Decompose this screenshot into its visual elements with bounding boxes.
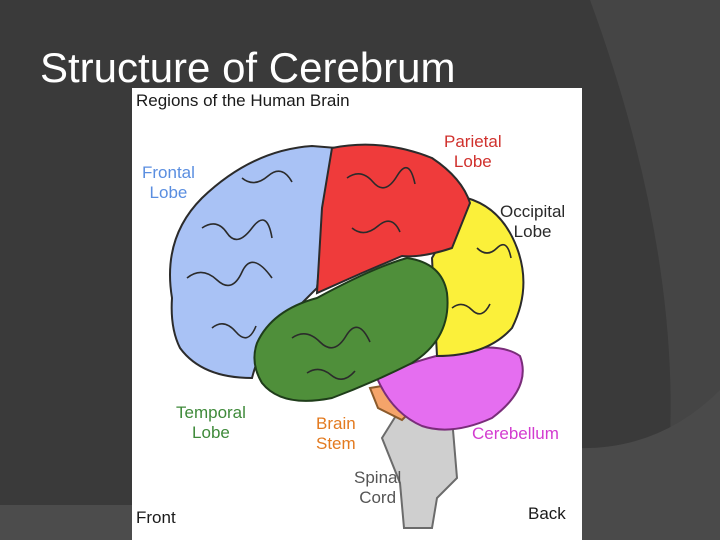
- label-parietal-lobe: Parietal Lobe: [444, 132, 502, 171]
- background-swoosh-right: [590, 0, 720, 540]
- label-frontal-lobe: Frontal Lobe: [142, 163, 195, 202]
- label-cerebellum: Cerebellum: [472, 424, 559, 443]
- brain-gyri: [186, 166, 512, 380]
- parietal-lobe-shape: [315, 143, 472, 295]
- brain-diagram: Regions of the Human Brain: [132, 88, 582, 540]
- slide-title: Structure of Cerebrum: [40, 44, 456, 91]
- label-front: Front: [136, 508, 176, 527]
- label-back: Back: [528, 504, 566, 523]
- figure-title: Regions of the Human Brain: [136, 91, 350, 110]
- label-spinal-cord: Spinal Cord: [354, 468, 402, 507]
- label-brain-stem: Brain Stem: [316, 414, 356, 453]
- background-band-left: [0, 505, 132, 540]
- label-temporal-lobe: Temporal Lobe: [176, 403, 246, 442]
- label-occipital-lobe: Occipital Lobe: [500, 202, 566, 241]
- brain-illustration: [169, 143, 525, 529]
- spinal-cord-shape: [380, 396, 459, 529]
